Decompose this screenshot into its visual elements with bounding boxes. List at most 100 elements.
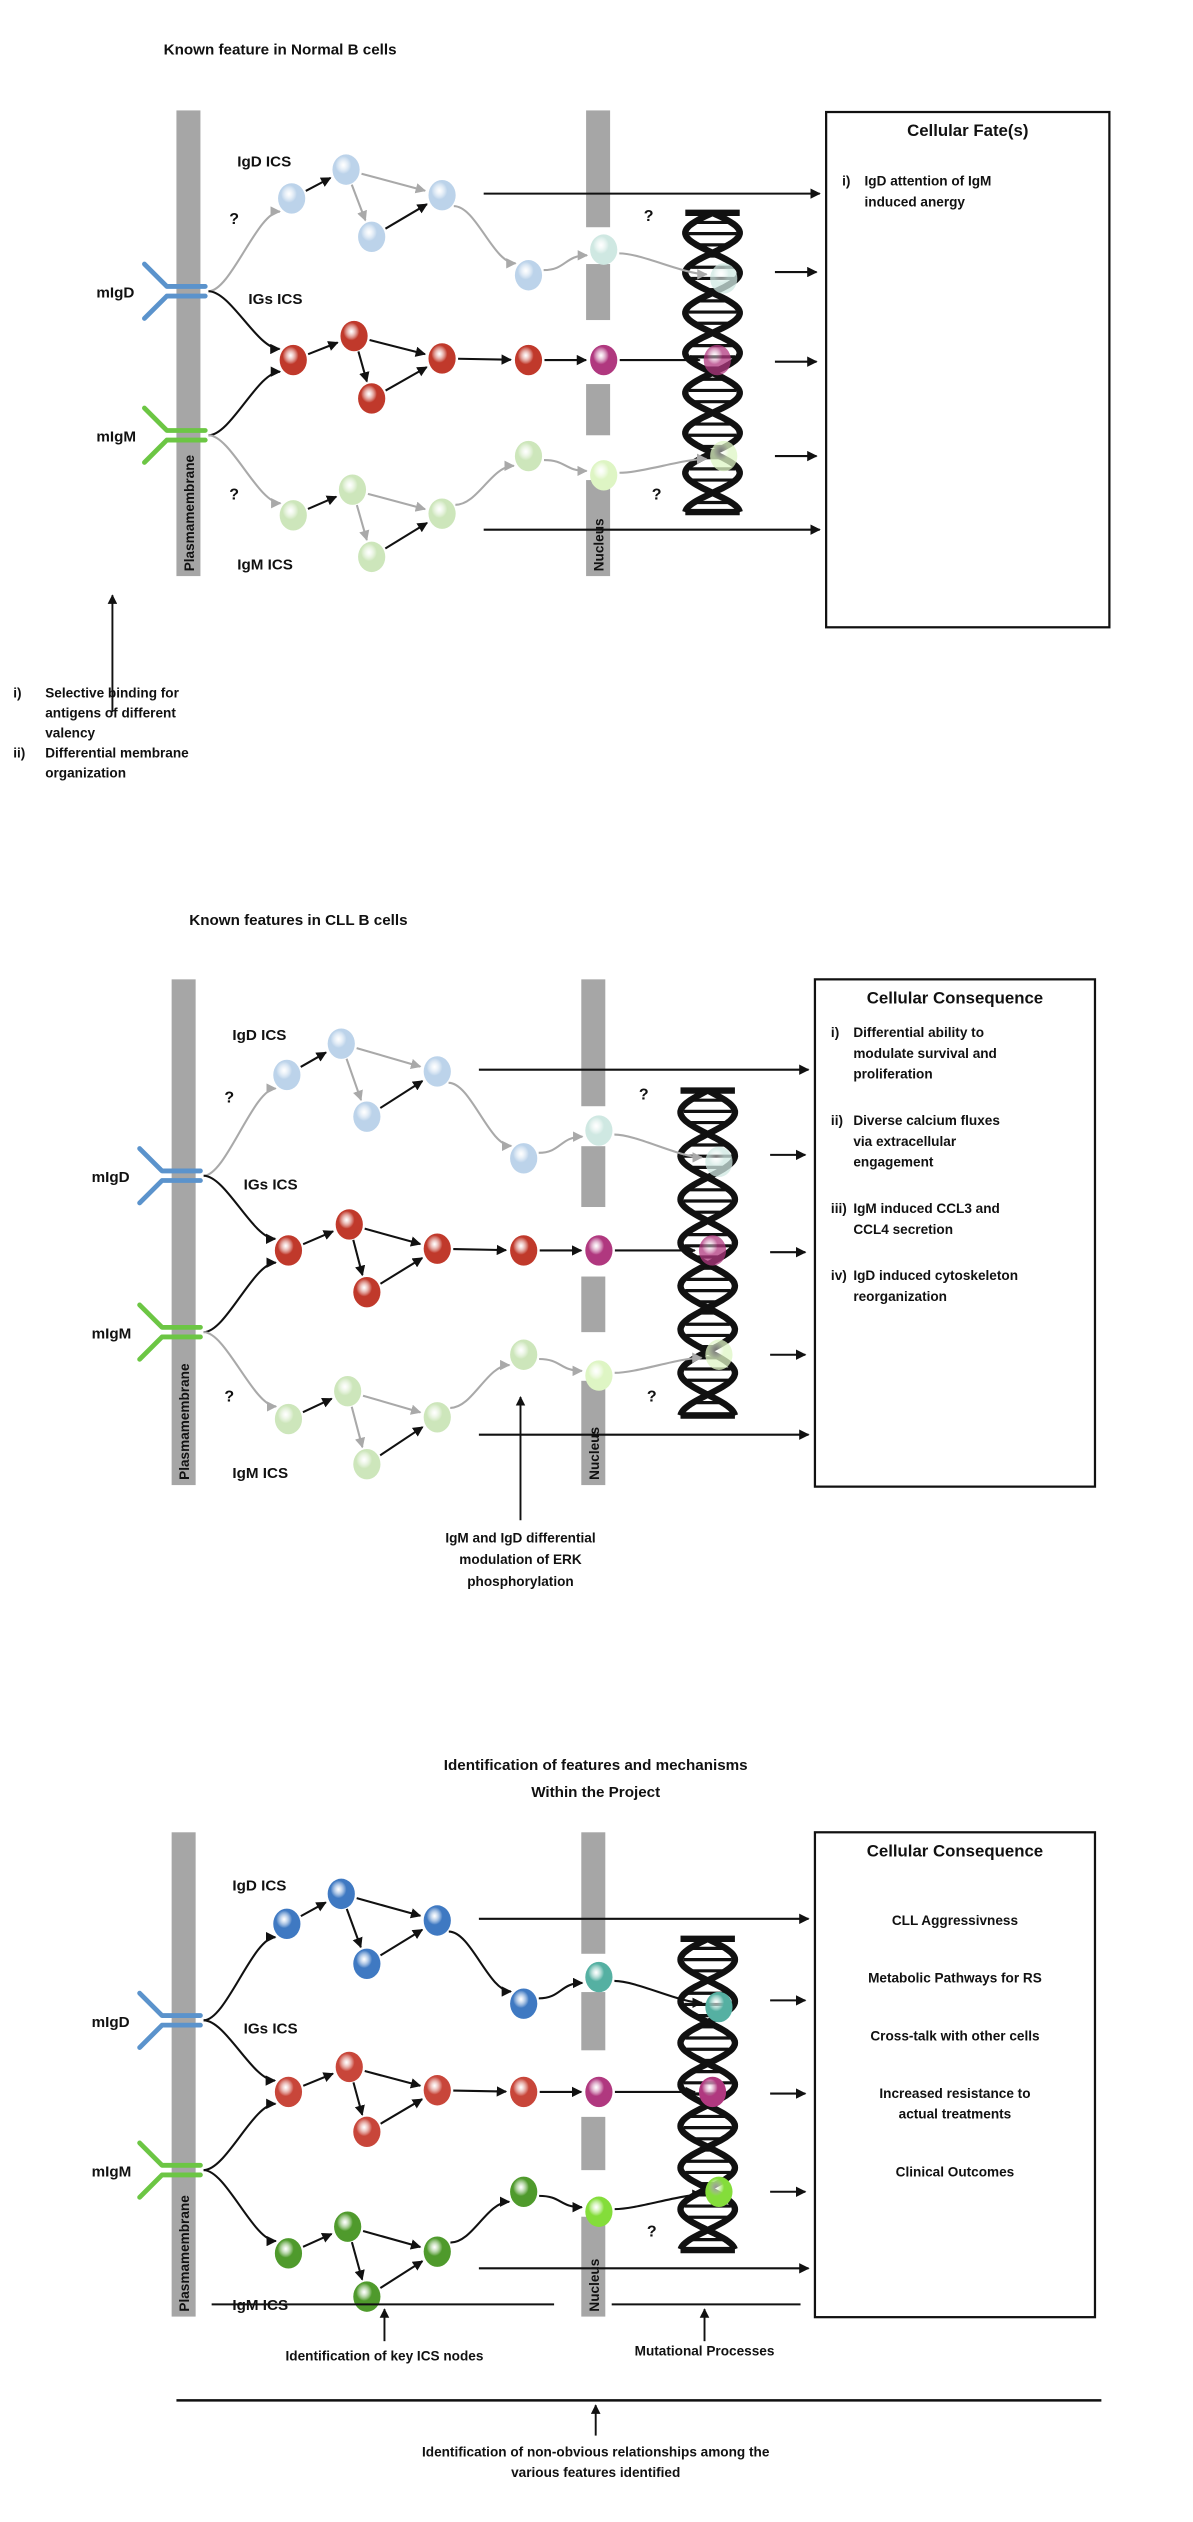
igd-node xyxy=(358,221,386,253)
pathway-arrow xyxy=(208,434,282,509)
pathway-arrow xyxy=(458,354,512,365)
membrane-label: Plasmamembrane xyxy=(177,1363,192,1480)
pathway-arrow xyxy=(379,1257,424,1285)
igd-node xyxy=(327,1028,355,1059)
igm-node xyxy=(338,474,367,505)
igd-receptor-label: mIgD xyxy=(96,285,134,302)
pathway-arrow xyxy=(614,2189,703,2211)
pathway-arrow xyxy=(305,176,332,192)
igd-node xyxy=(278,183,306,214)
igs-ics-label: IGs ICS xyxy=(248,291,302,308)
outcome-item-text: via extracellular xyxy=(853,1134,956,1149)
igd-node xyxy=(705,1991,733,2023)
antibody-shape xyxy=(142,261,208,321)
igm-ics-label: IgM ICS xyxy=(232,1465,288,1482)
pathway-arrow xyxy=(357,351,370,383)
unknown-link-mark: ? xyxy=(639,1086,649,1103)
igs-node xyxy=(698,2076,727,2108)
antibody-shape xyxy=(137,1990,203,2050)
igd-node xyxy=(353,1948,381,1979)
pathway-arrow xyxy=(539,2194,583,2213)
igm-node xyxy=(585,2196,613,2227)
igd-node xyxy=(353,1101,381,1132)
outcome-item-text: induced anergy xyxy=(865,194,966,209)
igm-ics-label: IgM ICS xyxy=(232,2297,288,2314)
nuclear-membrane-segment xyxy=(581,2216,606,2317)
nuclear-membrane-segment xyxy=(581,1380,606,1486)
pathway-arrow xyxy=(302,2232,333,2248)
signaling-edges xyxy=(208,172,708,550)
antibody-shape xyxy=(137,2140,203,2200)
unknown-link-mark: ? xyxy=(644,208,654,225)
pathway-arrow xyxy=(448,1930,513,1997)
igd-receptor-icon xyxy=(137,1990,203,2050)
igd-node xyxy=(332,154,360,185)
plasma-membrane xyxy=(171,1832,196,2317)
outcome-item-text: engagement xyxy=(853,1155,934,1170)
pathway-arrow xyxy=(614,1352,703,1374)
unknown-link-mark: ? xyxy=(229,486,239,503)
annotation-number: i) xyxy=(13,686,21,701)
signaling-nodes xyxy=(278,154,738,573)
igm-node xyxy=(710,440,738,472)
igs-node xyxy=(585,2076,613,2108)
igs-node xyxy=(274,2076,303,2108)
igm-node xyxy=(353,1449,381,1480)
igm-node xyxy=(705,2176,733,2207)
igd-node xyxy=(705,1146,733,1178)
unknown-link-mark: ? xyxy=(652,486,662,503)
nuclear-membrane-segment xyxy=(586,480,611,577)
pathway-arrow xyxy=(384,522,428,550)
pathway-arrow xyxy=(203,1331,278,1412)
igs-node xyxy=(590,344,618,376)
outcome-item-text: IgD induced cytoskeleton xyxy=(853,1268,1018,1283)
outcome-item-text: IgM induced CCL3 and xyxy=(853,1201,1000,1216)
pathway-arrow xyxy=(361,172,427,194)
signaling-edges xyxy=(203,1047,703,1457)
pathway-arrow xyxy=(208,366,282,437)
igm-node xyxy=(279,500,307,531)
igd-node xyxy=(423,1905,451,1936)
outcome-item-text: Clinical Outcomes xyxy=(896,2164,1015,2179)
mutational-processes-label: Mutational Processes xyxy=(635,2344,775,2359)
pathway-arrow xyxy=(203,2169,277,2247)
pathway-arrow xyxy=(203,1931,277,2022)
igs-node xyxy=(340,320,368,352)
pathway-arrow xyxy=(448,1081,513,1152)
pathway-arrow xyxy=(379,1928,424,1957)
nuclear-membrane-segment xyxy=(586,110,611,228)
pathway-arrow xyxy=(345,1908,363,1949)
pathway-arrow xyxy=(538,1131,584,1154)
annotation-text: organization xyxy=(45,766,126,781)
igd-node xyxy=(710,263,738,294)
nuclear-membrane-segment xyxy=(586,384,611,436)
outcome-item-text: proliferation xyxy=(853,1067,932,1082)
pathway-arrow xyxy=(352,2082,365,2116)
outcome-box xyxy=(813,978,1097,1488)
igs-node xyxy=(510,2076,538,2108)
annotation-text: phosphorylation xyxy=(467,1574,573,1589)
igm-receptor-icon xyxy=(137,2140,203,2200)
igs-node xyxy=(703,344,731,376)
outcome-item-number: i) xyxy=(831,1025,839,1040)
panel-title: Identification of features and mechanism… xyxy=(444,1757,748,1774)
pathway-arrow xyxy=(356,1897,422,1919)
nuclear-membrane-segment xyxy=(586,264,611,321)
pathway-arrow xyxy=(367,492,427,512)
annotation-number: ii) xyxy=(13,746,25,761)
annotation-text: Selective binding for xyxy=(45,686,179,701)
panel-3: Identification of features and mechanism… xyxy=(92,1757,1102,2480)
pathway-arrow xyxy=(203,1257,277,1334)
igm-node xyxy=(428,498,456,529)
igd-ics-label: IgD ICS xyxy=(232,1027,286,1044)
signaling-nodes xyxy=(273,1028,733,1480)
outcome-item-text: Increased resistance to xyxy=(879,2086,1030,2101)
nucleus-label: Nucleus xyxy=(587,2259,602,2312)
igd-node xyxy=(590,234,618,265)
pathway-arrow xyxy=(203,2098,277,2172)
pathway-arrow xyxy=(450,1359,511,1409)
pathway-arrow xyxy=(208,206,281,293)
dna-strand xyxy=(677,1936,739,2251)
pathway-arrow xyxy=(302,2072,334,2087)
igs-node xyxy=(510,1235,538,1266)
